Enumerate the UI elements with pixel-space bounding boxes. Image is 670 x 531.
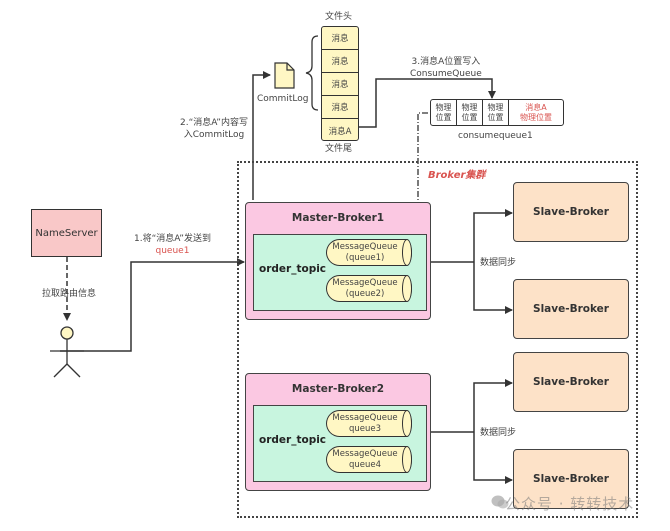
commitlog-file: 消息 消息 消息 消息 消息A (321, 26, 359, 141)
master-broker-1: Master-Broker1 order_topic MessageQueue(… (245, 202, 431, 320)
commitlog-message-a: 消息A (328, 126, 352, 137)
commitlog-message: 消息 (322, 50, 358, 73)
file-head-label: 文件头 (325, 12, 353, 22)
topic-name: order_topic (259, 434, 327, 446)
slave-broker-1: Slave-Broker (513, 182, 629, 242)
step1-label: 1.将“消息A”发送到 queue1 (134, 234, 211, 256)
nameserver-label: NameServer (35, 227, 98, 239)
commitlog-message: 消息 (322, 27, 358, 50)
broker-name: Master-Broker1 (291, 212, 385, 224)
message-queue-2: MessageQueue(queue2) (326, 275, 412, 302)
commitlog-message: 消息 (322, 96, 358, 119)
write-consumequeue-line (359, 78, 496, 128)
nameserver-box: NameServer (31, 209, 102, 257)
producer-actor-icon (50, 326, 84, 378)
pull-route-label: 拉取路由信息 (42, 289, 97, 299)
slave-broker-4: Slave-Broker (513, 449, 629, 509)
consumequeue-cell: 物理位置 (483, 100, 509, 125)
consumequeue-label: consumequeue1 (458, 131, 533, 141)
sync-line-2b (473, 432, 513, 484)
broker-name: Master-Broker2 (291, 383, 385, 395)
cluster-label: Broker集群 (428, 170, 486, 181)
send-message-line (60, 258, 245, 352)
wechat-icon (491, 495, 509, 509)
watermark: 公众号 · 转转技术 (505, 495, 635, 513)
slave-broker-2: Slave-Broker (513, 279, 629, 339)
consumequeue-cell: 物理位置 (431, 100, 457, 125)
sync-line-1b (473, 262, 513, 314)
commitlog-label: CommitLog (257, 94, 309, 104)
step2-label: 2.“消息A”内容写 入CommitLog (180, 118, 248, 140)
consumequeue-link-line (411, 112, 428, 253)
sync-label-2: 数据同步 (480, 428, 517, 438)
sync-label-1: 数据同步 (480, 258, 517, 268)
topic-name: order_topic (259, 263, 327, 275)
slave-broker-3: Slave-Broker (513, 352, 629, 412)
file-tail-label: 文件尾 (325, 144, 353, 154)
file-icon (274, 62, 295, 89)
commitlog-brace (305, 35, 319, 111)
step3-label: 3.消息A位置写入 ConsumeQueue (410, 57, 482, 79)
message-queue-1: MessageQueue(queue1) (326, 239, 412, 266)
sync-line-2a (473, 379, 513, 432)
commitlog-message: 消息 (322, 73, 358, 96)
sync-line-1a (473, 209, 513, 262)
consumequeue-cell: 物理位置 (457, 100, 483, 125)
write-commitlog-line (252, 71, 271, 200)
broker-cluster (237, 161, 638, 518)
topic-box: order_topic MessageQueue(queue1) Message… (253, 234, 427, 311)
